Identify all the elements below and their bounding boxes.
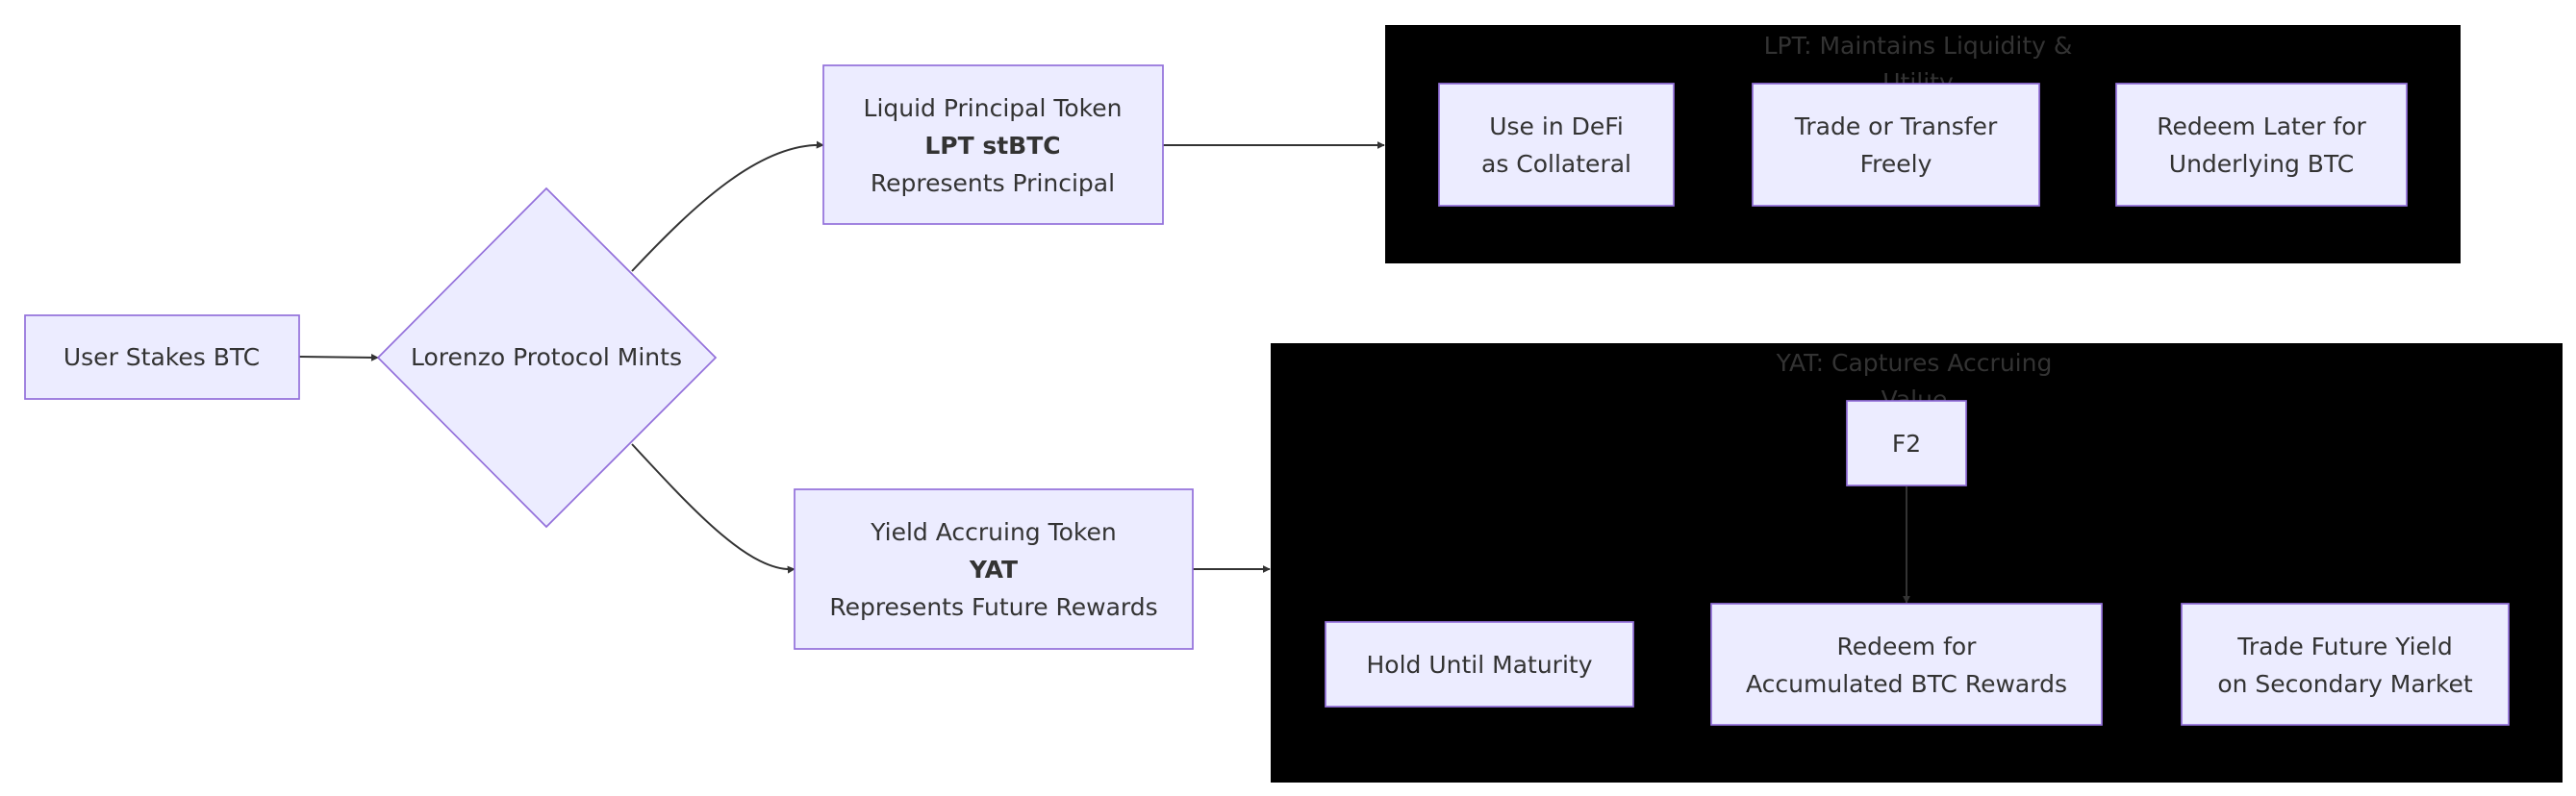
node-trade-future-yield: Trade Future Yield on Secondary Market xyxy=(2181,603,2510,726)
node-trade-or-transfer-line2: Freely xyxy=(1860,150,1932,178)
node-lpt-line1: Liquid Principal Token xyxy=(864,94,1123,122)
node-use-in-defi-line1: Use in DeFi xyxy=(1489,112,1624,140)
cluster-yat-title-line1: YAT: Captures Accruing xyxy=(1776,349,2053,377)
node-trade-or-transfer-line1: Trade or Transfer xyxy=(1794,112,1998,140)
node-f2: F2 xyxy=(1846,400,1967,486)
node-use-in-defi-line2: as Collateral xyxy=(1481,150,1631,178)
node-f2-label: F2 xyxy=(1892,430,1921,458)
node-trade-or-transfer: Trade or Transfer Freely xyxy=(1752,83,2040,207)
node-use-in-defi: Use in DeFi as Collateral xyxy=(1438,83,1675,207)
node-trade-future-yield-line2: on Secondary Market xyxy=(2217,670,2473,698)
node-liquid-principal-token: Liquid Principal Token LPT stBTC Represe… xyxy=(822,64,1164,225)
node-yat-line1: Yield Accruing Token xyxy=(870,518,1116,546)
node-redeem-accumulated-line2: Accumulated BTC Rewards xyxy=(1746,670,2067,698)
node-user-stakes-btc: User Stakes BTC xyxy=(24,314,300,400)
node-hold-until-maturity: Hold Until Maturity xyxy=(1325,621,1634,708)
node-yield-accruing-token: Yield Accruing Token YAT Represents Futu… xyxy=(794,488,1194,650)
node-lorenzo-protocol-mints-label: Lorenzo Protocol Mints xyxy=(411,343,682,371)
cluster-lpt-title-line1: LPT: Maintains Liquidity & xyxy=(1764,32,2073,60)
node-yat-line3: Represents Future Rewards xyxy=(829,593,1157,621)
node-lorenzo-protocol-mints: Lorenzo Protocol Mints xyxy=(376,187,718,529)
node-redeem-later-line2: Underlying BTC xyxy=(2169,150,2354,178)
node-redeem-accumulated-line1: Redeem for xyxy=(1837,633,1978,660)
node-user-stakes-btc-label: User Stakes BTC xyxy=(63,343,260,371)
node-lpt-line3: Represents Principal xyxy=(871,169,1115,197)
node-redeem-later-line1: Redeem Later for xyxy=(2157,112,2366,140)
edge-user-to-lorenzo xyxy=(298,353,379,361)
node-redeem-later: Redeem Later for Underlying BTC xyxy=(2115,83,2408,207)
node-lpt-line2: LPT stBTC xyxy=(924,132,1060,160)
edges xyxy=(298,140,1910,604)
edge-lorenzo-to-yat xyxy=(631,443,796,574)
node-yat-line2: YAT xyxy=(969,556,1018,584)
edge-lorenzo-to-lpt xyxy=(631,140,824,272)
node-trade-future-yield-line1: Trade Future Yield xyxy=(2236,633,2452,660)
node-hold-until-maturity-label: Hold Until Maturity xyxy=(1367,651,1593,679)
node-redeem-accumulated: Redeem for Accumulated BTC Rewards xyxy=(1710,603,2103,726)
